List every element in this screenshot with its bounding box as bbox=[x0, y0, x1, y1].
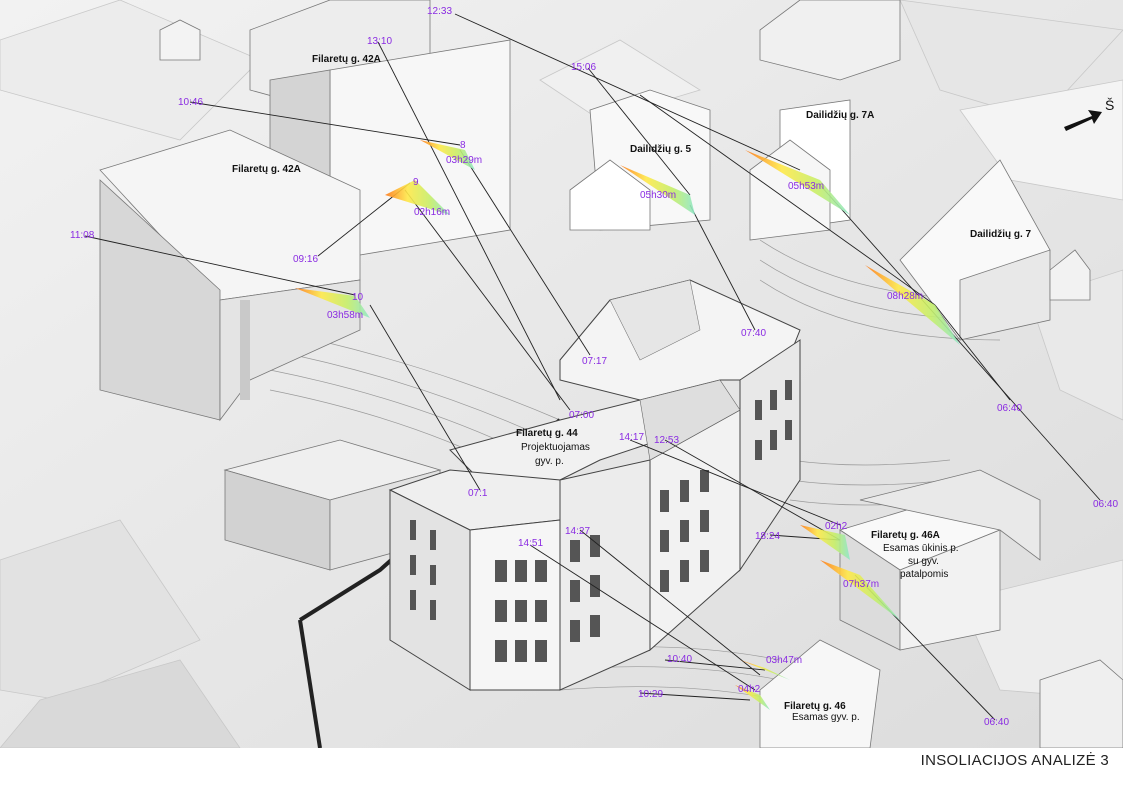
label-filaretu-46-line1: Esamas gyv. p. bbox=[792, 712, 860, 723]
time-label: 11:08 bbox=[70, 230, 95, 241]
terrain-facets bbox=[0, 0, 1123, 748]
label-filaretu-46: Filaretų g. 46 bbox=[784, 701, 846, 712]
label-filaretu-46a-line1: Esamas ūkinis p. bbox=[883, 543, 959, 554]
duration-label: 02h16m bbox=[414, 207, 450, 218]
time-label: 14:27 bbox=[565, 526, 590, 537]
duration-label: 03h58m bbox=[327, 310, 363, 321]
contour-lines bbox=[269, 239, 1001, 701]
time-label: 06:40 bbox=[997, 403, 1022, 414]
duration-label: 03h29m bbox=[446, 155, 482, 166]
label-dailidziu-7a: Dailidžių g. 7A bbox=[806, 110, 874, 121]
north-arrow-icon bbox=[1064, 110, 1102, 131]
time-label: 10:29 bbox=[638, 689, 663, 700]
label-filaretu-46a-line3: patalpomis bbox=[900, 569, 948, 580]
label-filaretu-44-line2: gyv. p. bbox=[535, 456, 564, 467]
time-label: 07:00 bbox=[569, 410, 594, 421]
label-filaretu-46a-line2: su gyv. bbox=[908, 556, 939, 567]
building-filaretu-46 bbox=[759, 639, 1123, 748]
time-label: 07:40 bbox=[741, 328, 766, 339]
label-dailidziu-5: Dailidžių g. 5 bbox=[630, 144, 692, 155]
label-filaretu-42a-left: Filaretų g. 42A bbox=[232, 164, 301, 175]
time-label: 14:51 bbox=[518, 538, 543, 549]
duration-label: 08h28m bbox=[887, 291, 923, 302]
time-label: 18:24 bbox=[755, 531, 780, 542]
page-title: INSOLIACIJOS ANALIZĖ 3 bbox=[920, 752, 1109, 769]
label-filaretu-42a-top: Filaretų g. 42A bbox=[312, 54, 381, 65]
time-label: 07:17 bbox=[582, 356, 607, 367]
time-label: 09:16 bbox=[293, 254, 318, 265]
label-filaretu-44: Filaretų g. 44 bbox=[516, 428, 578, 439]
sun-fans bbox=[295, 140, 960, 710]
time-label: 06:40 bbox=[1093, 499, 1118, 510]
point-number: 8 bbox=[460, 140, 466, 151]
time-label: 10:46 bbox=[178, 97, 203, 108]
building-filaretu-46a bbox=[839, 469, 1041, 651]
time-label: 14:17 bbox=[619, 432, 644, 443]
time-label: 12:53 bbox=[654, 435, 679, 446]
duration-label: 02h2 bbox=[825, 521, 848, 532]
duration-label: 05h53m bbox=[788, 181, 824, 192]
insolation-scene: Š Filaretų g. 42A Filaretų g. 42A Dailid… bbox=[0, 0, 1123, 748]
time-label: 06:40 bbox=[984, 717, 1009, 728]
label-filaretu-46a: Filaretų g. 46A bbox=[871, 530, 940, 541]
building-filaretu-44 bbox=[388, 279, 801, 691]
label-dailidziu-7: Dailidžių g. 7 bbox=[970, 229, 1032, 240]
time-label: 10:40 bbox=[667, 654, 692, 665]
fence-line-south bbox=[298, 619, 322, 748]
north-label: Š bbox=[1105, 97, 1114, 113]
time-label: 07:1 bbox=[468, 488, 488, 499]
building-filaretu-42a-left bbox=[99, 129, 361, 422]
point-number: 9 bbox=[413, 177, 419, 188]
time-label: 13:10 bbox=[367, 36, 392, 47]
building-dailidziu-7 bbox=[899, 159, 1091, 341]
duration-label: 04h2 bbox=[738, 684, 761, 695]
duration-label: 07h37m bbox=[843, 579, 879, 590]
label-filaretu-44-line1: Projektuojamas bbox=[521, 442, 590, 453]
time-label: 12:33 bbox=[427, 6, 452, 17]
duration-label: 05h30m bbox=[640, 190, 676, 201]
point-number: 10 bbox=[352, 292, 364, 303]
time-label: 15:06 bbox=[571, 62, 596, 73]
duration-label: 03h47m bbox=[766, 655, 802, 666]
